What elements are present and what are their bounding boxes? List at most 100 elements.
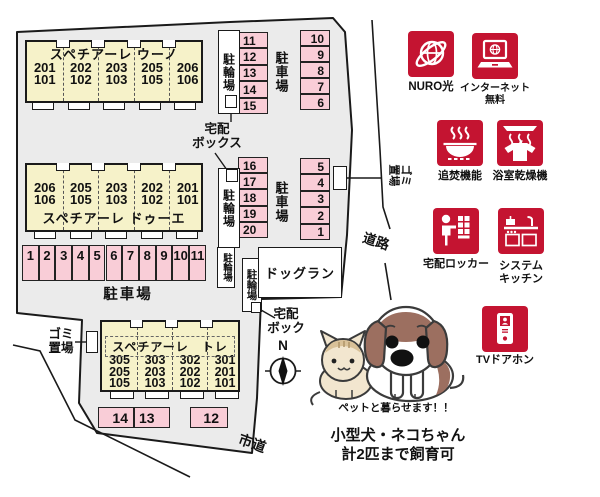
system-kitchen-label: システム キッチン bbox=[499, 260, 543, 285]
entrance-tab bbox=[140, 231, 163, 239]
parking-stall-r3: 3 bbox=[55, 245, 73, 281]
building-name: スペチアーレ トレ bbox=[105, 336, 235, 357]
entrance-tab bbox=[32, 102, 54, 110]
dog-run-box: ドッグラン bbox=[258, 247, 342, 298]
parking-stall-6: 6 bbox=[300, 94, 330, 110]
pets-line2: 計2匹まで飼育可 bbox=[341, 446, 455, 463]
connector-line bbox=[214, 152, 228, 171]
building-name: スペチアーレ ドゥーエ bbox=[42, 211, 186, 226]
roof-notch bbox=[130, 320, 143, 328]
reheating-label: 追焚機能 bbox=[438, 170, 482, 182]
dog-illustration bbox=[363, 305, 465, 403]
compass-n-label: N bbox=[278, 338, 288, 353]
dog-run-label: ドッグラン bbox=[264, 266, 335, 281]
building-speciale-uno: スペチアーレ ウーノ 201 101 202 102 203 103 205 1… bbox=[25, 40, 205, 110]
doorphone-icon bbox=[497, 313, 513, 344]
unit-cell: 203 103 bbox=[98, 165, 134, 230]
parking-stall-5: 5 bbox=[300, 158, 330, 175]
entrance-tab bbox=[69, 231, 92, 239]
roof-notch bbox=[91, 40, 106, 48]
parking-stall-9: 9 bbox=[300, 46, 330, 62]
nuro-hikari-icon bbox=[408, 31, 454, 77]
parking-lot-label: 駐車場 bbox=[273, 181, 289, 223]
delivery-box-square bbox=[251, 302, 261, 313]
garbage-area-label: ゴミ 置場 bbox=[48, 327, 74, 355]
unit-cell: 205 105 bbox=[62, 165, 99, 230]
entrance-tab bbox=[176, 231, 199, 239]
parking-stall-2: 2 bbox=[300, 207, 330, 224]
reheating-icon bbox=[437, 120, 483, 166]
parking-stall-r4: 4 bbox=[72, 245, 89, 281]
delivery-box-square bbox=[226, 169, 238, 182]
cat-illustration bbox=[310, 330, 373, 406]
roof-notch bbox=[55, 163, 70, 171]
parking-stall-r1: 1 bbox=[22, 245, 39, 281]
road-edge-line bbox=[371, 19, 391, 230]
parking-stall-r7: 7 bbox=[122, 245, 139, 281]
pets-caption: ペットと暮らせます！！ bbox=[338, 402, 454, 414]
parking-stall-15: 15 bbox=[238, 97, 268, 114]
roof-notch bbox=[126, 163, 141, 171]
bathtub-icon bbox=[443, 126, 477, 160]
entrance-tab bbox=[174, 102, 197, 110]
unit-cell: 206 106 bbox=[33, 180, 56, 207]
bicycle-parking-box: 駐輪場 bbox=[218, 30, 240, 114]
bicycle-parking-box: 駐輪場 bbox=[217, 247, 235, 288]
unit-cell: 201 101 bbox=[169, 165, 205, 230]
delivery-box-label: 宅配 ボック bbox=[267, 307, 305, 335]
garbage-area-box bbox=[86, 331, 98, 353]
parking-stall-7: 7 bbox=[300, 78, 330, 94]
unit-cell: 203 103 bbox=[98, 42, 134, 101]
laptop-icon bbox=[477, 39, 513, 68]
connector-line bbox=[260, 309, 276, 319]
garbage-area-box bbox=[333, 166, 347, 190]
entrance-tab bbox=[103, 102, 126, 110]
unit-cell: 202 102 bbox=[62, 42, 99, 101]
bicycle-parking-box: 駐輪場 bbox=[218, 168, 240, 248]
unit-cell: 205 105 bbox=[133, 42, 170, 101]
roof-notch bbox=[126, 40, 141, 48]
entrance-tab bbox=[34, 231, 56, 239]
delivery-box-label: 宅配 ボックス bbox=[192, 122, 242, 150]
parking-stall-18: 18 bbox=[238, 189, 268, 206]
parking-stall-14: 14 bbox=[238, 81, 268, 98]
entrance-tab bbox=[105, 231, 128, 239]
parking-lot-label: 駐車場 bbox=[103, 287, 153, 303]
parking-stall-11: 11 bbox=[238, 32, 268, 49]
delivery-locker-icon bbox=[433, 208, 479, 254]
entrance-tab bbox=[138, 102, 161, 110]
entrance-tab bbox=[180, 391, 204, 399]
roof-notch bbox=[200, 320, 213, 328]
internet-free-label: インターネット 無料 bbox=[460, 83, 530, 106]
bathroom-dryer-icon bbox=[497, 120, 543, 166]
parking-stall-17: 17 bbox=[238, 173, 268, 190]
entrance-tab bbox=[67, 102, 90, 110]
compass-icon bbox=[265, 356, 301, 386]
parking-stall-r10: 10 bbox=[172, 245, 189, 281]
parking-stall-12: 12 bbox=[238, 48, 268, 65]
shirt-dryer-icon bbox=[503, 126, 537, 161]
unit-cell: 201 101 bbox=[33, 60, 56, 87]
city-road-line bbox=[12, 344, 191, 478]
unit-cell: 202 102 bbox=[133, 165, 170, 230]
parking-stall-10: 10 bbox=[300, 30, 330, 46]
delivery-box-square bbox=[225, 95, 237, 108]
entrance-tab bbox=[145, 391, 169, 399]
building-name: スペチアーレ ウーノ bbox=[49, 47, 179, 62]
roof-notch bbox=[55, 40, 70, 48]
parking-stall-20: 20 bbox=[238, 221, 268, 238]
parking-lot-label: 駐車場 bbox=[273, 51, 289, 93]
system-kitchen-icon bbox=[498, 208, 544, 254]
bathroom-dryer-label: 浴室乾燥機 bbox=[492, 170, 548, 182]
parking-stall-r6: 6 bbox=[105, 245, 123, 281]
internet-free-icon bbox=[472, 33, 518, 79]
parking-stall-13: 13 bbox=[238, 64, 268, 82]
delivery-locker-label: 宅配ロッカー bbox=[423, 258, 489, 270]
parking-stall-4: 4 bbox=[300, 174, 330, 191]
parking-stall-r5: 5 bbox=[88, 245, 106, 281]
unit-cell: 206 106 bbox=[169, 42, 205, 101]
parking-stall-r9: 9 bbox=[155, 245, 173, 281]
kitchen-icon bbox=[504, 216, 538, 247]
roof-notch bbox=[162, 163, 177, 171]
